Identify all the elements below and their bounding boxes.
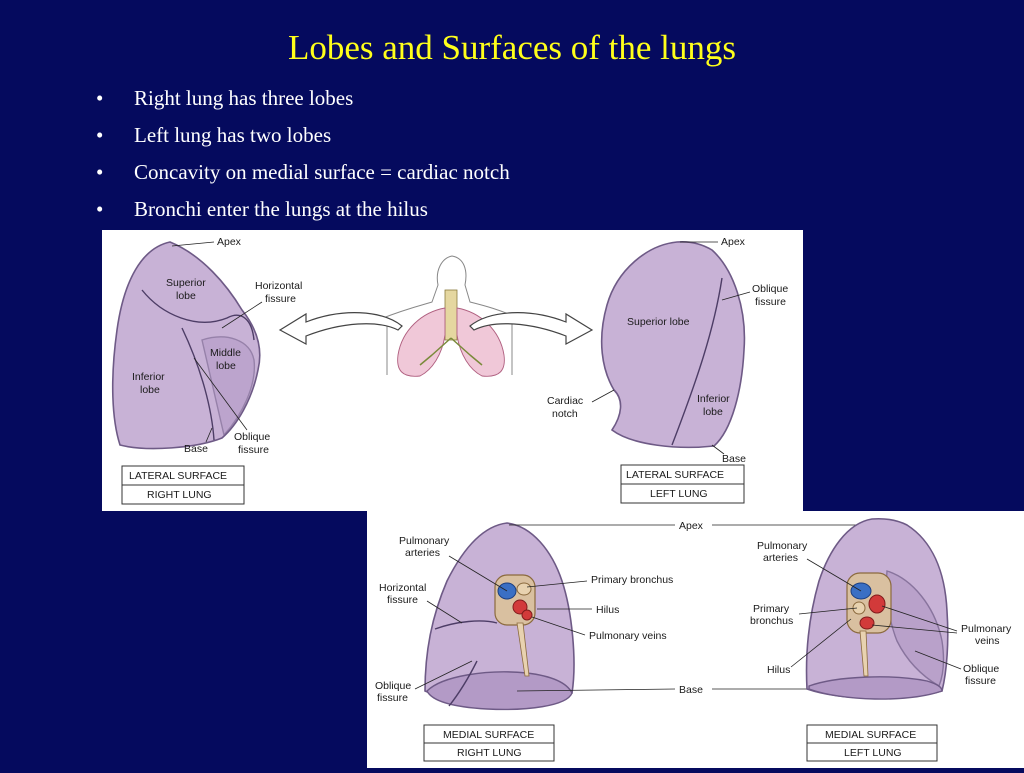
label-horizontal-fissure-right: Horizontal: [255, 280, 302, 292]
label-superior-lobe-right: Superior: [166, 277, 206, 289]
label-base-right: Base: [184, 443, 208, 455]
left-lung-medial-illustration: [805, 517, 949, 700]
caption-right-lung-lateral: RIGHT LUNG: [147, 489, 212, 501]
label-oblique-fissure-right-medial-2: fissure: [377, 692, 408, 704]
label-inferior-lobe-left: Inferior: [697, 393, 730, 405]
label-horizontal-fissure-right-2: fissure: [265, 293, 296, 305]
bullet-text: Left lung has two lobes: [134, 123, 332, 147]
label-middle-lobe-right: Middle: [210, 347, 241, 359]
label-horizontal-fissure-right-medial: Horizontal: [379, 582, 426, 594]
bullet-text: Bronchi enter the lungs at the hilus: [134, 197, 428, 221]
bullet-text: Concavity on medial surface = cardiac no…: [134, 160, 510, 184]
bullet-dot: •: [96, 123, 104, 147]
bullet-text: Right lung has three lobes: [134, 86, 354, 110]
bullet-item: • Right lung has three lobes: [96, 84, 510, 121]
label-oblique-fissure-right-2: fissure: [238, 444, 269, 456]
label-primary-bronchus: Primary bronchus: [591, 574, 673, 586]
label-apex-right: Apex: [217, 236, 242, 248]
torso-illustration: [377, 255, 523, 377]
medial-surface-diagram: Pulmonary arteries Horizontal fissure Ob…: [367, 511, 1024, 768]
label-primary-bronchus-left-2: bronchus: [750, 615, 793, 627]
right-lung-medial-illustration: [424, 522, 575, 711]
label-pulmonary-arteries-left-2: arteries: [763, 552, 798, 564]
bullet-dot: •: [96, 86, 104, 110]
label-base-medial: Base: [679, 684, 703, 696]
lateral-surface-svg: Apex Superior lobe Horizontal fissure Mi…: [111, 236, 788, 505]
caption-lateral-surface-right: LATERAL SURFACE: [129, 470, 227, 482]
bullet-list: • Right lung has three lobes • Left lung h…: [96, 84, 510, 232]
label-superior-lobe-left: Superior lobe: [627, 316, 690, 328]
caption-left-lung-lateral: LEFT LUNG: [650, 488, 708, 500]
label-oblique-fissure-right-medial: Oblique: [375, 680, 411, 692]
label-pulmonary-veins: Pulmonary veins: [589, 630, 667, 642]
slide-title: Lobes and Surfaces of the lungs: [287, 28, 737, 67]
label-base-left: Base: [722, 453, 746, 465]
bullet-item: • Concavity on medial surface = cardiac n…: [96, 158, 510, 195]
caption-left-lung-medial: LEFT LUNG: [844, 747, 902, 759]
label-pulmonary-veins-left: Pulmonary: [961, 623, 1012, 635]
label-pulmonary-arteries-left: Pulmonary: [757, 540, 808, 552]
label-oblique-fissure-left-medial-2: fissure: [965, 675, 996, 687]
label-pulmonary-veins-left-2: veins: [975, 635, 1000, 647]
caption-medial-surface-left: MEDIAL SURFACE: [825, 729, 916, 741]
label-apex-medial: Apex: [679, 520, 704, 532]
label-superior-lobe-right-2: lobe: [176, 290, 196, 302]
caption-lateral-surface-left: LATERAL SURFACE: [626, 469, 724, 481]
label-cardiac-notch: Cardiac: [547, 395, 583, 407]
label-inferior-lobe-right-2: lobe: [140, 384, 160, 396]
label-oblique-fissure-right: Oblique: [234, 431, 270, 443]
label-pulmonary-arteries-right: Pulmonary: [399, 535, 450, 547]
label-inferior-lobe-left-2: lobe: [703, 406, 723, 418]
label-pulmonary-arteries-right-2: arteries: [405, 547, 440, 559]
arrow-left-icon: [278, 312, 403, 346]
medial-surface-svg: Pulmonary arteries Horizontal fissure Ob…: [375, 517, 1012, 762]
label-hilus-left: Hilus: [767, 664, 790, 676]
caption-right-lung-medial: RIGHT LUNG: [457, 747, 522, 759]
label-oblique-fissure-left: Oblique: [752, 283, 788, 295]
caption-medial-surface-right: MEDIAL SURFACE: [443, 729, 534, 741]
label-oblique-fissure-left-medial: Oblique: [963, 663, 999, 675]
bullet-item: • Left lung has two lobes: [96, 121, 510, 158]
label-middle-lobe-right-2: lobe: [216, 360, 236, 372]
label-oblique-fissure-left-2: fissure: [755, 296, 786, 308]
label-hilus: Hilus: [596, 604, 619, 616]
left-lung-lateral-illustration: [600, 241, 746, 449]
label-primary-bronchus-left: Primary: [753, 603, 790, 615]
label-cardiac-notch-2: notch: [552, 408, 578, 420]
arrow-right-icon: [469, 312, 594, 346]
bullet-item: • Bronchi enter the lungs at the hilus: [96, 195, 510, 232]
lateral-surface-diagram: Apex Superior lobe Horizontal fissure Mi…: [102, 230, 803, 511]
bullet-dot: •: [96, 197, 104, 221]
label-apex-left: Apex: [721, 236, 746, 248]
label-horizontal-fissure-right-medial-2: fissure: [387, 594, 418, 606]
bullet-dot: •: [96, 160, 104, 184]
label-inferior-lobe-right: Inferior: [132, 371, 165, 383]
